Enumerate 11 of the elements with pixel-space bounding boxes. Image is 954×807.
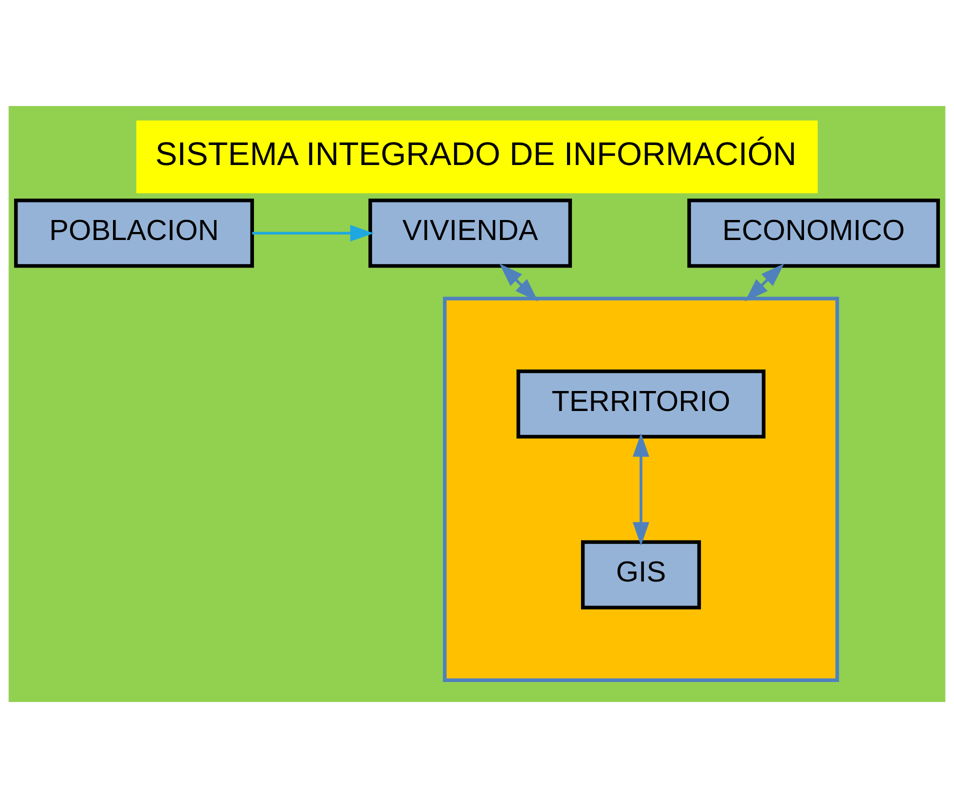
node-box: ECONOMICO	[687, 198, 940, 268]
node-box: VIVIENDA	[368, 198, 572, 268]
arrow	[499, 263, 538, 301]
node-box: TERRITORIO	[516, 368, 766, 438]
arrow	[632, 432, 650, 546]
node-box: GIS	[581, 540, 701, 609]
node-box: POBLACION	[14, 198, 254, 268]
cluster	[442, 296, 840, 682]
arrow	[744, 263, 784, 301]
diagram-title: SISTEMA INTEGRADO DE INFORMACIÓN	[155, 134, 796, 172]
arrow	[252, 224, 374, 241]
